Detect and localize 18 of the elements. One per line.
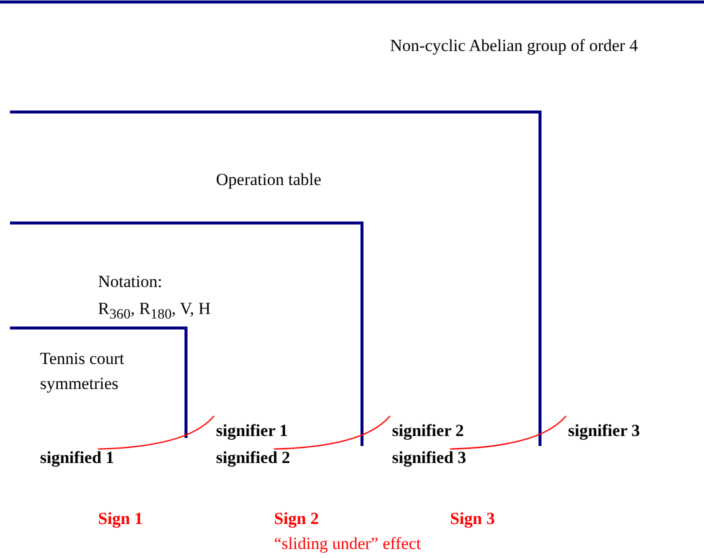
- sign-term: signified 3: [392, 445, 466, 470]
- group-caption: Non-cyclic Abelian group of order 4: [390, 35, 639, 57]
- sign-term: signified 2: [216, 445, 290, 470]
- sliding-curve: [98, 416, 214, 450]
- level-caption: Tennis court symmetries: [40, 348, 126, 395]
- sliding-curve: [450, 416, 566, 450]
- sign-term: signified 1: [40, 445, 114, 470]
- sign-label: Sign 2: [274, 508, 319, 530]
- effect-note: “sliding under” effect: [274, 533, 421, 555]
- sign-label: Sign 3: [450, 508, 495, 530]
- sign-label: Sign 1: [98, 508, 143, 530]
- sign-term: signifier 3: [568, 418, 640, 443]
- sign-term: signifier 2: [392, 418, 464, 443]
- sign-term: signifier 1: [216, 418, 288, 443]
- sliding-curve: [274, 416, 390, 450]
- level-caption: Operation table: [216, 169, 322, 191]
- notation-text: R$_{360}$, R$_{180}$, V, H: [98, 298, 211, 324]
- level-caption: Notation:: [98, 271, 162, 293]
